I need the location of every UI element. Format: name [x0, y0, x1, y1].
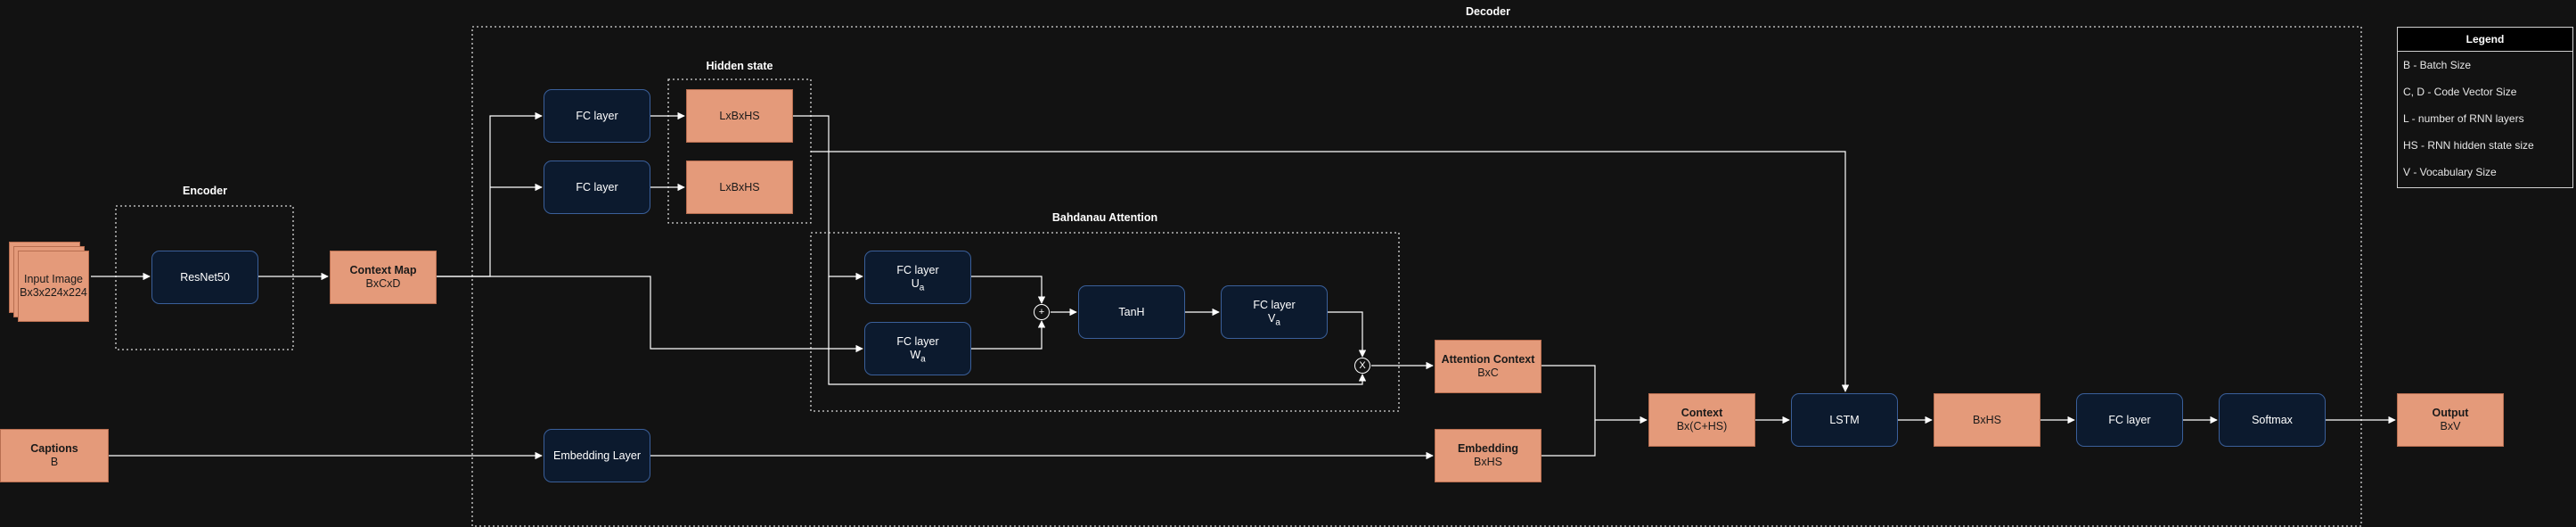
edge-contextmap-fctop — [437, 111, 543, 277]
fc-final-node: FC layer — [2076, 393, 2183, 447]
times-operator: X — [1354, 358, 1370, 374]
attention-context-sub: BxC — [1477, 366, 1499, 379]
hidden-state-1-node: LxBxHS — [686, 89, 793, 143]
edge-hidden1-lstm — [811, 151, 1850, 392]
legend: Legend B - Batch Size C, D - Code Vector… — [2397, 27, 2573, 188]
fc-ua-subscript: a — [919, 283, 925, 293]
fc-mid-title: FC layer — [576, 180, 618, 194]
edge-contextmap-fcwa — [437, 276, 863, 353]
fc-va-symbol: V — [1268, 312, 1276, 325]
embedding-layer-title: Embedding Layer — [553, 449, 641, 462]
lstm-node: LSTM — [1791, 393, 1898, 447]
fc-final-title: FC layer — [2108, 413, 2151, 426]
resnet-title: ResNet50 — [180, 270, 230, 284]
softmax-title: Softmax — [2252, 413, 2293, 426]
context-map-sub: BxCxD — [365, 277, 401, 290]
lstm-title: LSTM — [1829, 413, 1860, 426]
fc-va-node: FC layer Va — [1221, 285, 1328, 339]
attention-group — [810, 232, 1400, 412]
fc-wa-node: FC layer Wa — [864, 322, 971, 375]
fc-ua-symbol: U — [911, 277, 920, 290]
hidden-state-2-node: LxBxHS — [686, 161, 793, 214]
edge-attn-context — [1542, 365, 1648, 424]
legend-item: B - Batch Size — [2403, 59, 2472, 71]
fc-top-node: FC layer — [544, 89, 650, 143]
output-title: Output — [2432, 407, 2469, 419]
softmax-node: Softmax — [2219, 393, 2326, 447]
legend-item: L - number of RNN layers — [2403, 112, 2524, 125]
embedding-sub: BxHS — [1474, 456, 1502, 468]
context-node: Context Bx(C+HS) — [1648, 393, 1755, 447]
output-sub: BxV — [2440, 420, 2461, 432]
edge-embedding-context — [1542, 420, 1596, 457]
fc-va-title: FC layer — [1253, 299, 1296, 311]
attention-label: Bahdanau Attention — [1051, 211, 1158, 224]
input-image-node: Input Image Bx3x224x224 — [18, 251, 89, 322]
attention-context-title: Attention Context — [1441, 353, 1535, 366]
embedding-layer-node: Embedding Layer — [544, 429, 650, 482]
hidden-state-label: Hidden state — [706, 60, 773, 72]
encoder-label: Encoder — [182, 185, 227, 197]
captions-title: Captions — [30, 442, 78, 455]
hidden-state-2-title: LxBxHS — [719, 180, 760, 194]
edge-hidden1-fcua — [793, 115, 863, 281]
hidden-state-1-title: LxBxHS — [719, 109, 760, 122]
context-map-title: Context Map — [349, 264, 417, 276]
fc-wa-symbol-line: Wa — [910, 349, 926, 365]
fc-mid-node: FC layer — [544, 161, 650, 214]
resnet-node: ResNet50 — [151, 251, 258, 304]
fc-va-symbol-line: Va — [1268, 312, 1280, 328]
legend-title: Legend — [2398, 28, 2572, 52]
input-image-sub: Bx3x224x224 — [20, 286, 87, 299]
tanh-title: TanH — [1118, 305, 1145, 318]
captions-sub: B — [50, 456, 59, 468]
bxhs-title: BxHS — [1973, 413, 2001, 426]
fc-top-title: FC layer — [576, 109, 618, 122]
edge-contextmap-times — [828, 276, 1367, 385]
embedding-node: Embedding BxHS — [1435, 429, 1542, 482]
plus-operator: + — [1034, 304, 1050, 320]
edge-fcva-times — [1328, 311, 1367, 358]
embedding-title: Embedding — [1457, 442, 1519, 455]
fc-wa-symbol: W — [910, 349, 921, 361]
fc-ua-symbol-line: Ua — [911, 277, 925, 293]
output-node: Output BxV — [2397, 393, 2504, 447]
fc-ua-node: FC layer Ua — [864, 251, 971, 304]
context-map-node: Context Map BxCxD — [330, 251, 437, 304]
legend-item: C, D - Code Vector Size — [2403, 86, 2517, 98]
legend-item: V - Vocabulary Size — [2403, 166, 2497, 178]
attention-context-node: Attention Context BxC — [1435, 340, 1542, 393]
context-sub: Bx(C+HS) — [1676, 420, 1728, 432]
fc-va-subscript: a — [1275, 317, 1280, 328]
input-image-title: Input Image — [23, 273, 83, 285]
decoder-label: Decoder — [1465, 5, 1511, 18]
fc-wa-title: FC layer — [896, 335, 939, 348]
edge-fcua-plus — [971, 276, 1046, 304]
tanh-node: TanH — [1078, 285, 1185, 339]
captions-node: Captions B — [0, 429, 109, 482]
fc-ua-title: FC layer — [896, 264, 939, 276]
context-title: Context — [1681, 407, 1723, 419]
edge-fcwa-plus — [971, 320, 1046, 350]
legend-item: HS - RNN hidden state size — [2403, 139, 2534, 152]
fc-wa-subscript: a — [920, 354, 926, 365]
bxhs-node: BxHS — [1934, 393, 2040, 447]
